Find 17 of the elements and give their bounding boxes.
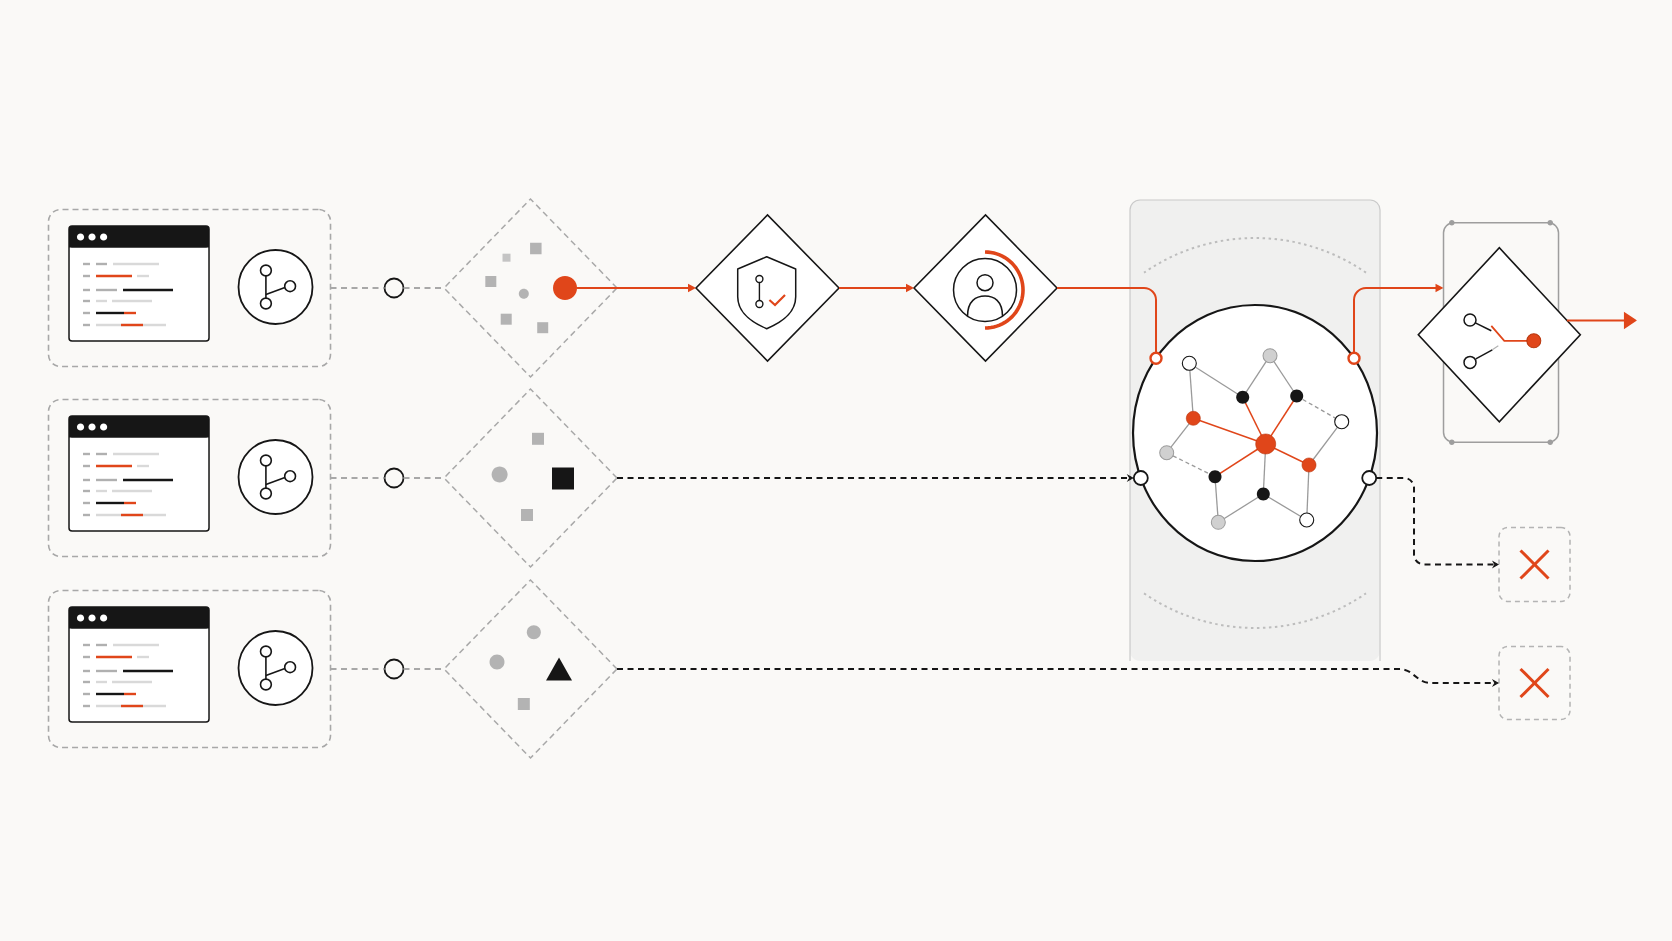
dashed-box xyxy=(1498,645,1571,721)
diamond xyxy=(1417,246,1582,423)
dashed-connector xyxy=(329,287,386,289)
dashed-connector xyxy=(329,477,386,479)
dashed-box xyxy=(1498,526,1571,603)
dashed-panel xyxy=(47,208,332,368)
dot xyxy=(553,276,577,300)
small-circle xyxy=(383,467,405,489)
dashed-connector xyxy=(329,668,386,670)
port-ring xyxy=(1361,470,1378,486)
port-ring xyxy=(1149,351,1163,365)
dashed-panel xyxy=(47,589,332,749)
connector xyxy=(1056,287,1157,354)
dashed-panel xyxy=(47,398,332,558)
small-circle xyxy=(383,277,405,299)
port-ring xyxy=(1347,351,1361,365)
small-circle xyxy=(383,658,405,680)
